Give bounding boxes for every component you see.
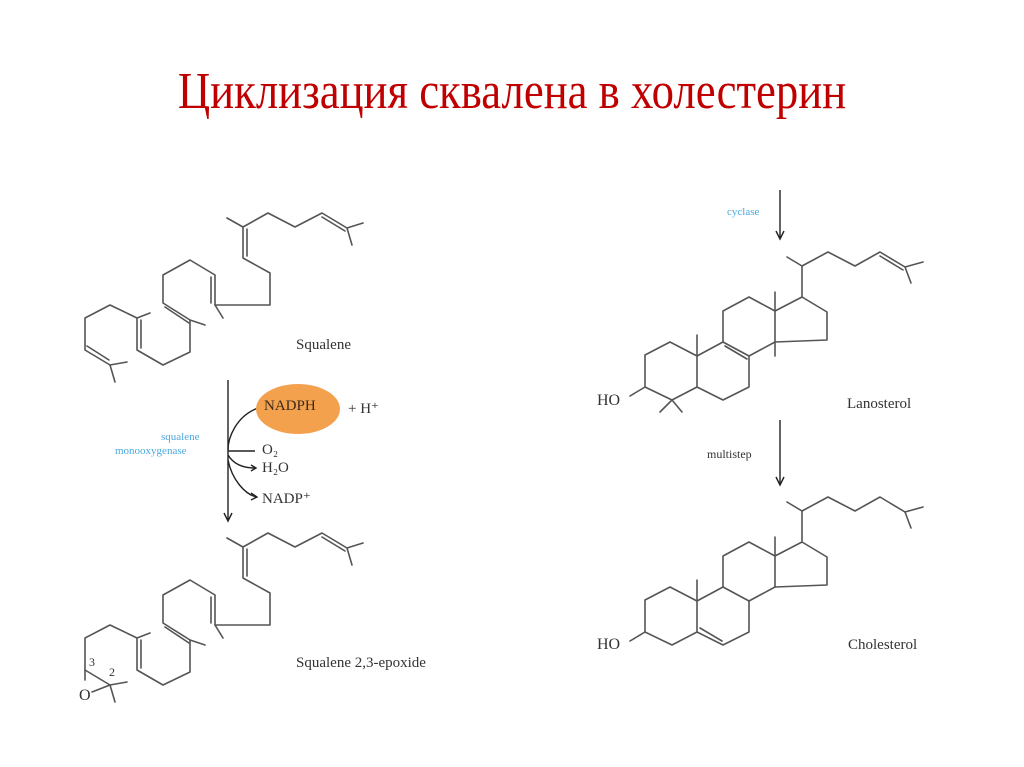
o2-label: O₂ <box>262 442 279 458</box>
h2o-label: H₂O <box>262 460 289 476</box>
epoxide-oxygen: O <box>79 687 91 704</box>
squalene-epoxide-structure <box>84 532 364 703</box>
hydroxyl-lanosterol: HO <box>597 392 621 409</box>
enzyme-cyclase-label: cyclase <box>727 206 760 218</box>
nadph-ellipse <box>256 384 340 434</box>
squalene-epoxide-label: Squalene 2,3-epoxide <box>296 655 426 671</box>
enzyme-squalene-label: squalene <box>161 431 200 443</box>
hydroxyl-cholesterol: HO <box>597 636 621 653</box>
locant-3: 3 <box>89 655 95 669</box>
squalene-label: Squalene <box>296 337 351 353</box>
multistep-label: multistep <box>707 447 752 461</box>
reaction-arrows <box>223 190 785 523</box>
cholesterol-structure <box>629 496 924 646</box>
squalene-structure <box>84 212 364 383</box>
lanosterol-structure <box>629 251 924 413</box>
nadp-label: NADP⁺ <box>262 491 311 507</box>
cholesterol-label: Cholesterol <box>848 637 918 653</box>
nadph-label: NADPH <box>264 398 316 414</box>
lanosterol-label: Lanosterol <box>847 396 912 412</box>
locant-2: 2 <box>109 665 115 679</box>
plus-h-label: + H⁺ <box>348 401 379 417</box>
slide-title: Циклизация сквалена в холестерин <box>177 63 847 120</box>
enzyme-monooxygenase-label: monooxygenase <box>115 445 187 457</box>
